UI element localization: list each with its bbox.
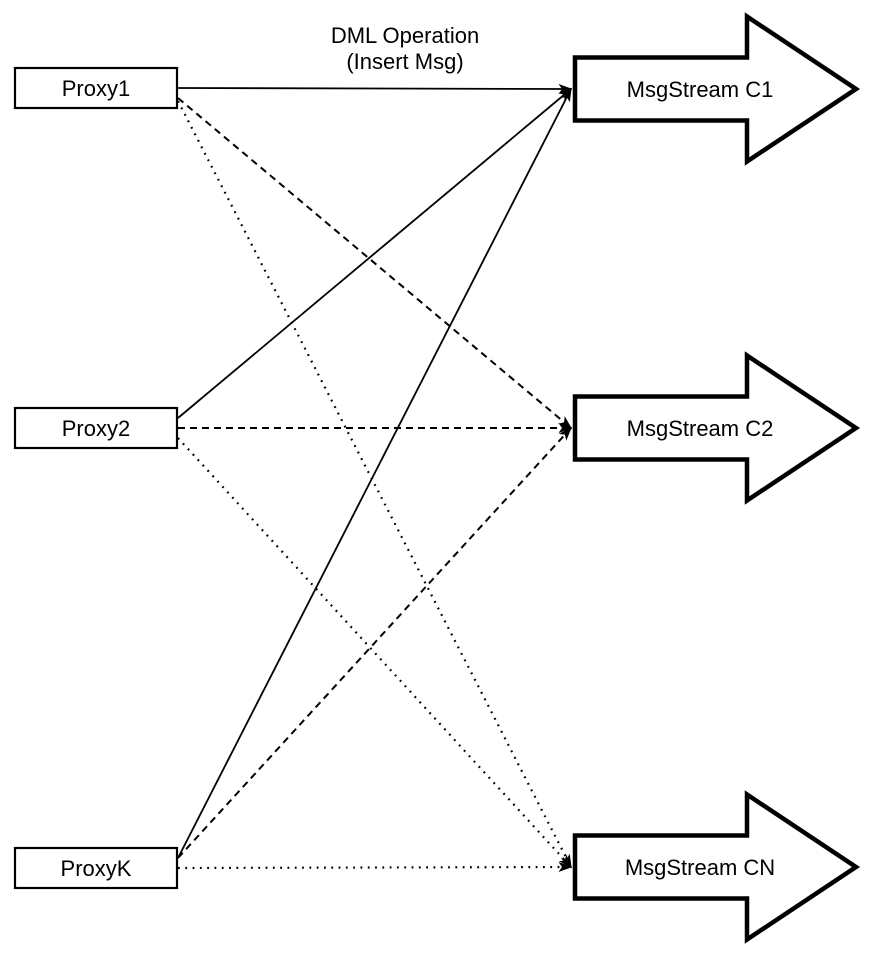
proxyk-label: ProxyK bbox=[61, 856, 132, 881]
edge-proxy1-to-c2-dashed bbox=[177, 97, 573, 429]
edge-group bbox=[177, 83, 573, 873]
edge-proxy1-to-c1-solid bbox=[177, 83, 573, 94]
proxy-node-proxyk: ProxyK bbox=[13, 846, 179, 890]
edge-proxyk-to-c2-dashed bbox=[177, 426, 573, 859]
msgstream-cn-arrow-shape bbox=[572, 790, 861, 944]
edge-proxy2-to-c1-solid bbox=[177, 88, 573, 419]
msgstream-cn-label: MsgStream CN bbox=[625, 855, 775, 880]
edge-proxyk-to-c1-solid bbox=[177, 87, 572, 859]
proxy2-box bbox=[13, 406, 179, 450]
msgstream-c2-label: MsgStream C2 bbox=[627, 416, 774, 441]
stream-node-c1: MsgStream C1 bbox=[572, 12, 861, 166]
msgstream-c2-arrow-shape bbox=[572, 351, 861, 505]
edge-proxy2-to-cn-dotted bbox=[177, 437, 573, 869]
proxy1-box bbox=[13, 66, 179, 110]
diagram-title: DML Operation (Insert Msg) bbox=[331, 23, 479, 74]
title-line1: DML Operation bbox=[331, 23, 479, 48]
proxy-node-proxy1: Proxy1 bbox=[13, 66, 179, 110]
msgstream-c1-arrow-shape bbox=[572, 12, 861, 166]
msgstream-c1-label: MsgStream C1 bbox=[627, 77, 774, 102]
proxy1-label: Proxy1 bbox=[62, 76, 130, 101]
proxy-node-proxy2: Proxy2 bbox=[13, 406, 179, 450]
stream-node-cn: MsgStream CN bbox=[572, 790, 861, 944]
proxy2-label: Proxy2 bbox=[62, 416, 130, 441]
title-line2: (Insert Msg) bbox=[346, 49, 463, 74]
edge-proxy1-to-cn-dotted bbox=[177, 100, 572, 869]
stream-node-c2: MsgStream C2 bbox=[572, 351, 861, 505]
edge-proxyk-to-cn-dotted bbox=[177, 862, 573, 873]
proxyk-box bbox=[13, 846, 179, 890]
